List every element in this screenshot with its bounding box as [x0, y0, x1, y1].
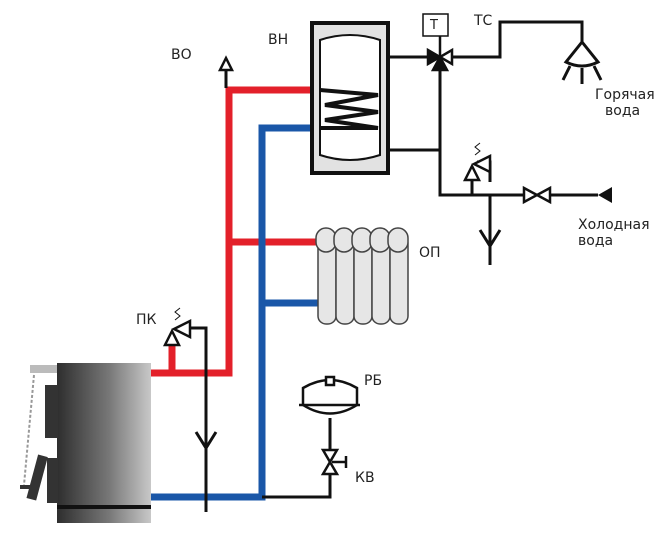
water-heater-tank — [310, 21, 390, 175]
label-hot-water-1: Горячая — [595, 87, 655, 103]
label-hot-water-2: вода — [605, 103, 641, 119]
drain-funnel-icon — [194, 229, 502, 451]
cold-inlet-arrow-icon — [598, 187, 612, 203]
mixing-valve-ts — [422, 13, 454, 72]
valve-kv — [320, 448, 348, 476]
label-t: Т — [430, 18, 438, 33]
safety-valve-cold — [462, 142, 492, 182]
boiler — [20, 363, 151, 523]
air-vent-icon — [217, 55, 235, 72]
shower-icon — [561, 39, 603, 84]
label-op: ОП — [419, 245, 441, 261]
label-vo: ВО — [171, 47, 192, 63]
label-vn: ВН — [268, 32, 289, 48]
radiator — [315, 227, 409, 325]
safety-valve-pk — [162, 307, 192, 347]
supply-pipe — [151, 86, 320, 377]
label-pk: ПК — [136, 312, 157, 328]
shutoff-valve — [522, 185, 552, 205]
label-cold-water-1: Холодная — [578, 217, 650, 233]
label-ts: ТС — [474, 13, 493, 29]
label-rb: РБ — [364, 373, 383, 389]
label-kv: КВ — [355, 470, 375, 486]
expansion-tank — [299, 375, 360, 415]
label-cold-water-2: вода — [578, 233, 614, 249]
